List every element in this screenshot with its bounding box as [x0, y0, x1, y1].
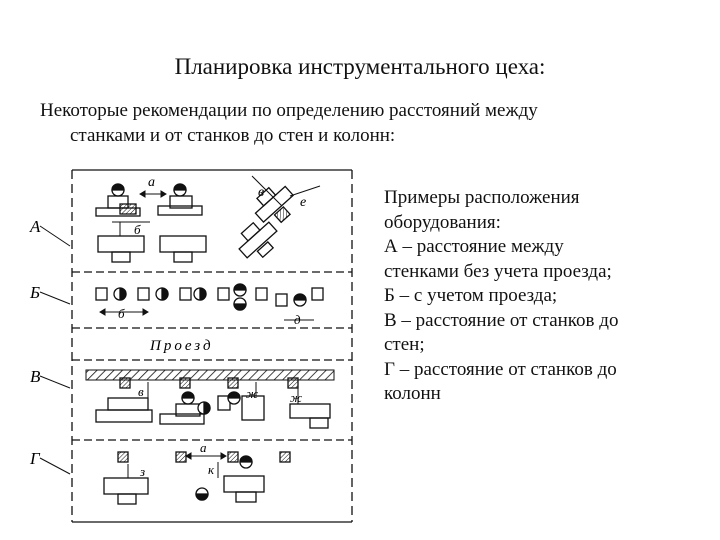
- legend-line: Б – с учетом проезда;: [384, 285, 558, 306]
- row-b-dimensions: [99, 308, 314, 321]
- diagram-frame: [71, 169, 353, 523]
- legend-line: В – расстояние от станков до: [384, 309, 619, 331]
- row-label-v-group: В: [30, 367, 71, 389]
- row-b-machines: [95, 283, 324, 311]
- row-label-a: А: [29, 217, 41, 236]
- row-label-g-group: Г: [29, 449, 71, 475]
- row-v-machines: [95, 377, 331, 429]
- wall-hatch: [85, 369, 335, 381]
- dim-label-b2: б: [118, 306, 125, 321]
- row-label-b-group: Б: [29, 283, 71, 305]
- dim-label-e: е: [300, 195, 306, 210]
- dim-label-d: д: [294, 312, 301, 327]
- intro-line-2: станками и от станков до стен и колонн:: [70, 125, 396, 146]
- dim-label-k: к: [208, 462, 215, 477]
- row-g-machines: [103, 451, 291, 505]
- intro-text: Некоторые рекомендации по определению ра…: [40, 98, 700, 148]
- dim-label-v2: в: [138, 384, 144, 399]
- row-label-v: В: [30, 367, 41, 386]
- intro-line-1: Некоторые рекомендации по определению ра…: [40, 100, 538, 121]
- legend-text: Примеры расположения оборудования: А – р…: [384, 186, 704, 407]
- dim-label-b: б: [134, 222, 141, 237]
- legend-line: Примеры расположения: [384, 187, 580, 208]
- dim-label-zh2: ж: [290, 390, 302, 405]
- row-label-a-group: А: [29, 217, 71, 247]
- aisle-label: Проезд: [149, 338, 214, 354]
- row-a-machines: [95, 183, 295, 263]
- dim-label-v: в: [258, 185, 264, 200]
- legend-line: А – расстояние между: [384, 236, 564, 257]
- legend-line: колонн: [384, 383, 441, 404]
- legend-line: стенками без учета проезда;: [384, 260, 612, 282]
- row-g-dimensions: [127, 452, 227, 478]
- row-v-dimensions: [147, 382, 299, 404]
- row-label-b: Б: [29, 283, 40, 302]
- row-label-g: Г: [29, 449, 41, 468]
- dim-label-z: з: [139, 464, 145, 479]
- dim-label-a: а: [148, 175, 155, 190]
- dim-label-ae: a: [200, 440, 207, 455]
- dim-label-zh: ж: [246, 386, 258, 401]
- legend-line: оборудования:: [384, 211, 501, 233]
- legend-line: Г – расстояние от станков до: [384, 358, 617, 380]
- legend-line: стен;: [384, 334, 425, 355]
- row-a-dimensions: [112, 175, 321, 236]
- page-title: Планировка инструментального цеха:: [174, 54, 546, 79]
